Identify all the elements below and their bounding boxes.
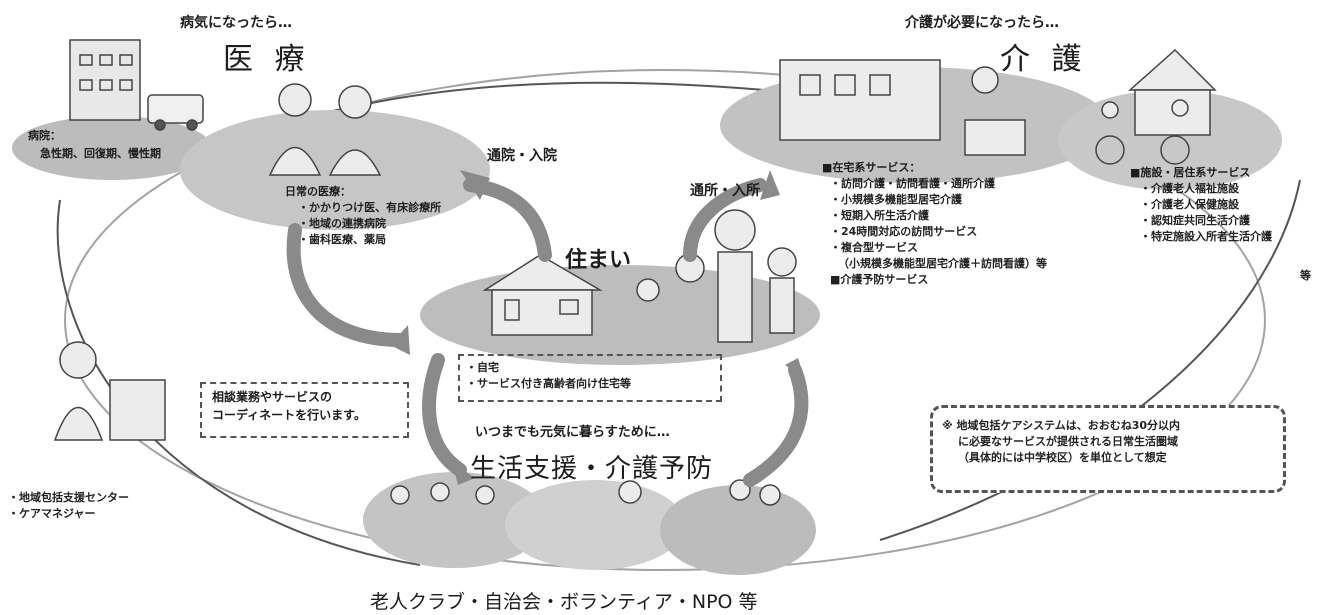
home-item: ・自宅 xyxy=(466,361,499,374)
ambulance-icon xyxy=(147,94,204,131)
facility-item: ・特定施設入所者生活介護 xyxy=(1140,230,1272,243)
coordination-note-line: 相談業務やサービスの xyxy=(212,390,333,404)
coordination-roles: ・地域包括支援センター ・ケアマネジャー xyxy=(8,490,129,522)
support-lead: いつまでも元気に暮らすために… xyxy=(475,425,670,440)
home-title: 住まい xyxy=(565,248,632,273)
hospital-items: 急性期、回復期、慢性期 xyxy=(40,147,161,160)
home-service-item: ・24時間対応の訪問サービス xyxy=(830,225,978,238)
medical-title: 医 療 xyxy=(223,42,311,77)
role-item: ・地域包括支援センター xyxy=(8,491,129,504)
hospital-building-icon xyxy=(69,39,141,121)
community-blob-right xyxy=(660,485,816,575)
wheelchair-icon xyxy=(1095,99,1190,165)
footnote-line: （具体的には中学校区）を単位として想定 xyxy=(958,451,1167,464)
arrow-heads xyxy=(390,170,805,485)
medical-lead: 病気になったら… xyxy=(180,15,292,31)
home-item: ・サービス付き高齢者向け住宅等 xyxy=(466,377,631,390)
arrows xyxy=(286,178,809,487)
hospital-arrow-label: 通院・入院 xyxy=(487,148,557,164)
hospital-heading: 病院： xyxy=(28,129,61,142)
care-title: 介 護 xyxy=(1000,42,1088,77)
home-service-item: ・複合型サービス xyxy=(830,241,918,254)
facility-item: ・介護老人福祉施設 xyxy=(1140,182,1239,195)
arrow-to-care xyxy=(683,178,767,262)
home-items-list: ・自宅 ・サービス付き高齢者向け住宅等 xyxy=(466,360,631,392)
coordination-note-line: コーディネートを行います。 xyxy=(212,408,366,422)
home-blob xyxy=(420,265,820,365)
community-blob-middle xyxy=(505,480,685,570)
daily-medical-item: ・地域の連携病院 xyxy=(298,217,386,230)
caregiver-icon xyxy=(964,66,1026,156)
facility-house-icon xyxy=(1128,48,1217,136)
daily-medical-item: ・歯科医療、薬局 xyxy=(298,233,386,246)
footnote-text: ※ 地域包括ケアシステムは、おおむね30分以内 に必要なサービスが提供される日常… xyxy=(942,418,1180,466)
footnote-line: に必要なサービスが提供される日常生活圏域 xyxy=(958,435,1178,448)
doctors-icon xyxy=(268,83,382,176)
elderly-family-icon xyxy=(636,209,797,343)
care-manager-icon xyxy=(53,341,166,441)
home-service-item: ・短期入所生活介護 xyxy=(830,209,929,222)
home-services-heading: ■在宅系サービス： xyxy=(822,161,921,174)
community-label: 老人クラブ・自治会・ボランティア・NPO 等 xyxy=(370,591,758,613)
facility-item: ・認知症共同生活介護 xyxy=(1140,214,1250,227)
outer-ring-arc xyxy=(64,69,1266,571)
home-service-item: （小規模多機能型居宅介護＋訪問看護）等 xyxy=(838,257,1047,270)
arrow-from-hospital xyxy=(286,223,407,347)
care-facility-building-icon xyxy=(779,59,941,141)
home-service-item: ・小規模多機能型居宅介護 xyxy=(830,193,962,206)
home-service-item: ■介護予防サービス xyxy=(830,273,929,286)
home-house-icon xyxy=(482,254,603,336)
community-people-icon xyxy=(390,479,781,506)
facility-list: ・介護老人福祉施設 ・介護老人保健施設 ・認知症共同生活介護 ・特定施設入所者生… xyxy=(1140,181,1272,245)
care-lead: 介護が必要になったら… xyxy=(905,15,1059,31)
support-title: 生活支援・介護予防 xyxy=(470,454,714,484)
daily-medical-heading: 日常の医療： xyxy=(285,185,351,198)
home-service-item: ・訪問介護・訪問看護・通所介護 xyxy=(830,177,995,190)
coordination-box xyxy=(200,382,409,438)
care-arrow-label: 通所・入所 xyxy=(690,183,760,199)
facility-tail: 等 xyxy=(1300,269,1311,282)
home-items-box xyxy=(458,354,722,402)
daily-medical-item: ・かかりつけ医、有床診療所 xyxy=(298,201,442,214)
hospital-blob xyxy=(12,116,212,180)
footnote-box xyxy=(930,405,1286,493)
arrow-to-support xyxy=(422,353,467,477)
facility-heading: ■施設・居住系サービス xyxy=(1130,166,1251,179)
footnote-line: ※ 地域包括ケアシステムは、おおむね30分以内 xyxy=(942,419,1181,432)
role-item: ・ケアマネジャー xyxy=(8,507,96,520)
facility-item: ・介護老人保健施設 xyxy=(1140,198,1239,211)
home-services-list: ・訪問介護・訪問看護・通所介護 ・小規模多機能型居宅介護 ・短期入所生活介護 ・… xyxy=(830,176,1047,288)
arrow-from-support xyxy=(743,363,809,487)
daily-medical-list: ・かかりつけ医、有床診療所 ・地域の連携病院 ・歯科医療、薬局 xyxy=(298,200,441,248)
